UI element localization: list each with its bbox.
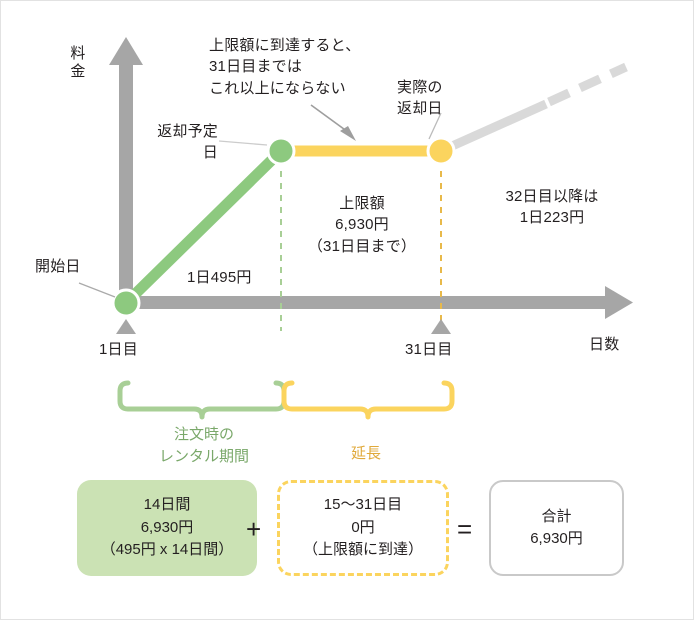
equals-operator: =: [457, 514, 473, 544]
label-cap-amount: 上限額 6,930円 （31日目まで）: [307, 195, 417, 255]
marker-planned-return: [266, 136, 296, 166]
label-start-day: 開始日: [35, 258, 81, 275]
label-daily-rate: 1日495円: [187, 269, 252, 286]
x-axis: [119, 286, 633, 319]
label-planned-return: 返却予定日: [157, 123, 218, 162]
y-axis-label: 料金: [70, 45, 86, 80]
after-31-line: [439, 62, 628, 156]
tick-marker-day31: [431, 319, 451, 334]
leader-line-start-day: [78, 282, 116, 298]
calc-box-rental: 14日間 6,930円 （495円 x 14日間）: [77, 480, 257, 576]
y-axis: [109, 37, 143, 309]
leader-line-planned-return: [218, 140, 268, 146]
tick-label-day31: 31日目: [405, 341, 453, 358]
tick-marker-day1: [116, 319, 136, 334]
marker-start-day: [111, 288, 141, 318]
x-axis-label: 日数: [589, 336, 620, 353]
brace-extension-period: [281, 380, 455, 420]
cap-note-arrow-icon: [310, 104, 356, 141]
leader-line-actual-return: [428, 112, 442, 140]
label-after-31-rate: 32日目以降は 1日223円: [505, 188, 599, 227]
brace-rental-period: [117, 380, 287, 420]
calc-box-extension: 15〜31日目 0円 （上限額に到達）: [277, 480, 449, 576]
label-cap-note: 上限額に到達すると、 31日目までは これ以上にならない: [209, 37, 361, 97]
tick-label-day1: 1日目: [99, 341, 138, 358]
marker-actual-return: [426, 136, 456, 166]
rental-period-line: [122, 147, 285, 307]
label-actual-return: 実際の 返却日: [397, 79, 443, 118]
plus-operator: +: [246, 514, 262, 544]
brace-label-extension: 延長: [350, 445, 381, 462]
brace-label-rental-period: 注文時の レンタル期間: [158, 426, 249, 465]
calc-box-total: 合計 6,930円: [489, 480, 624, 576]
